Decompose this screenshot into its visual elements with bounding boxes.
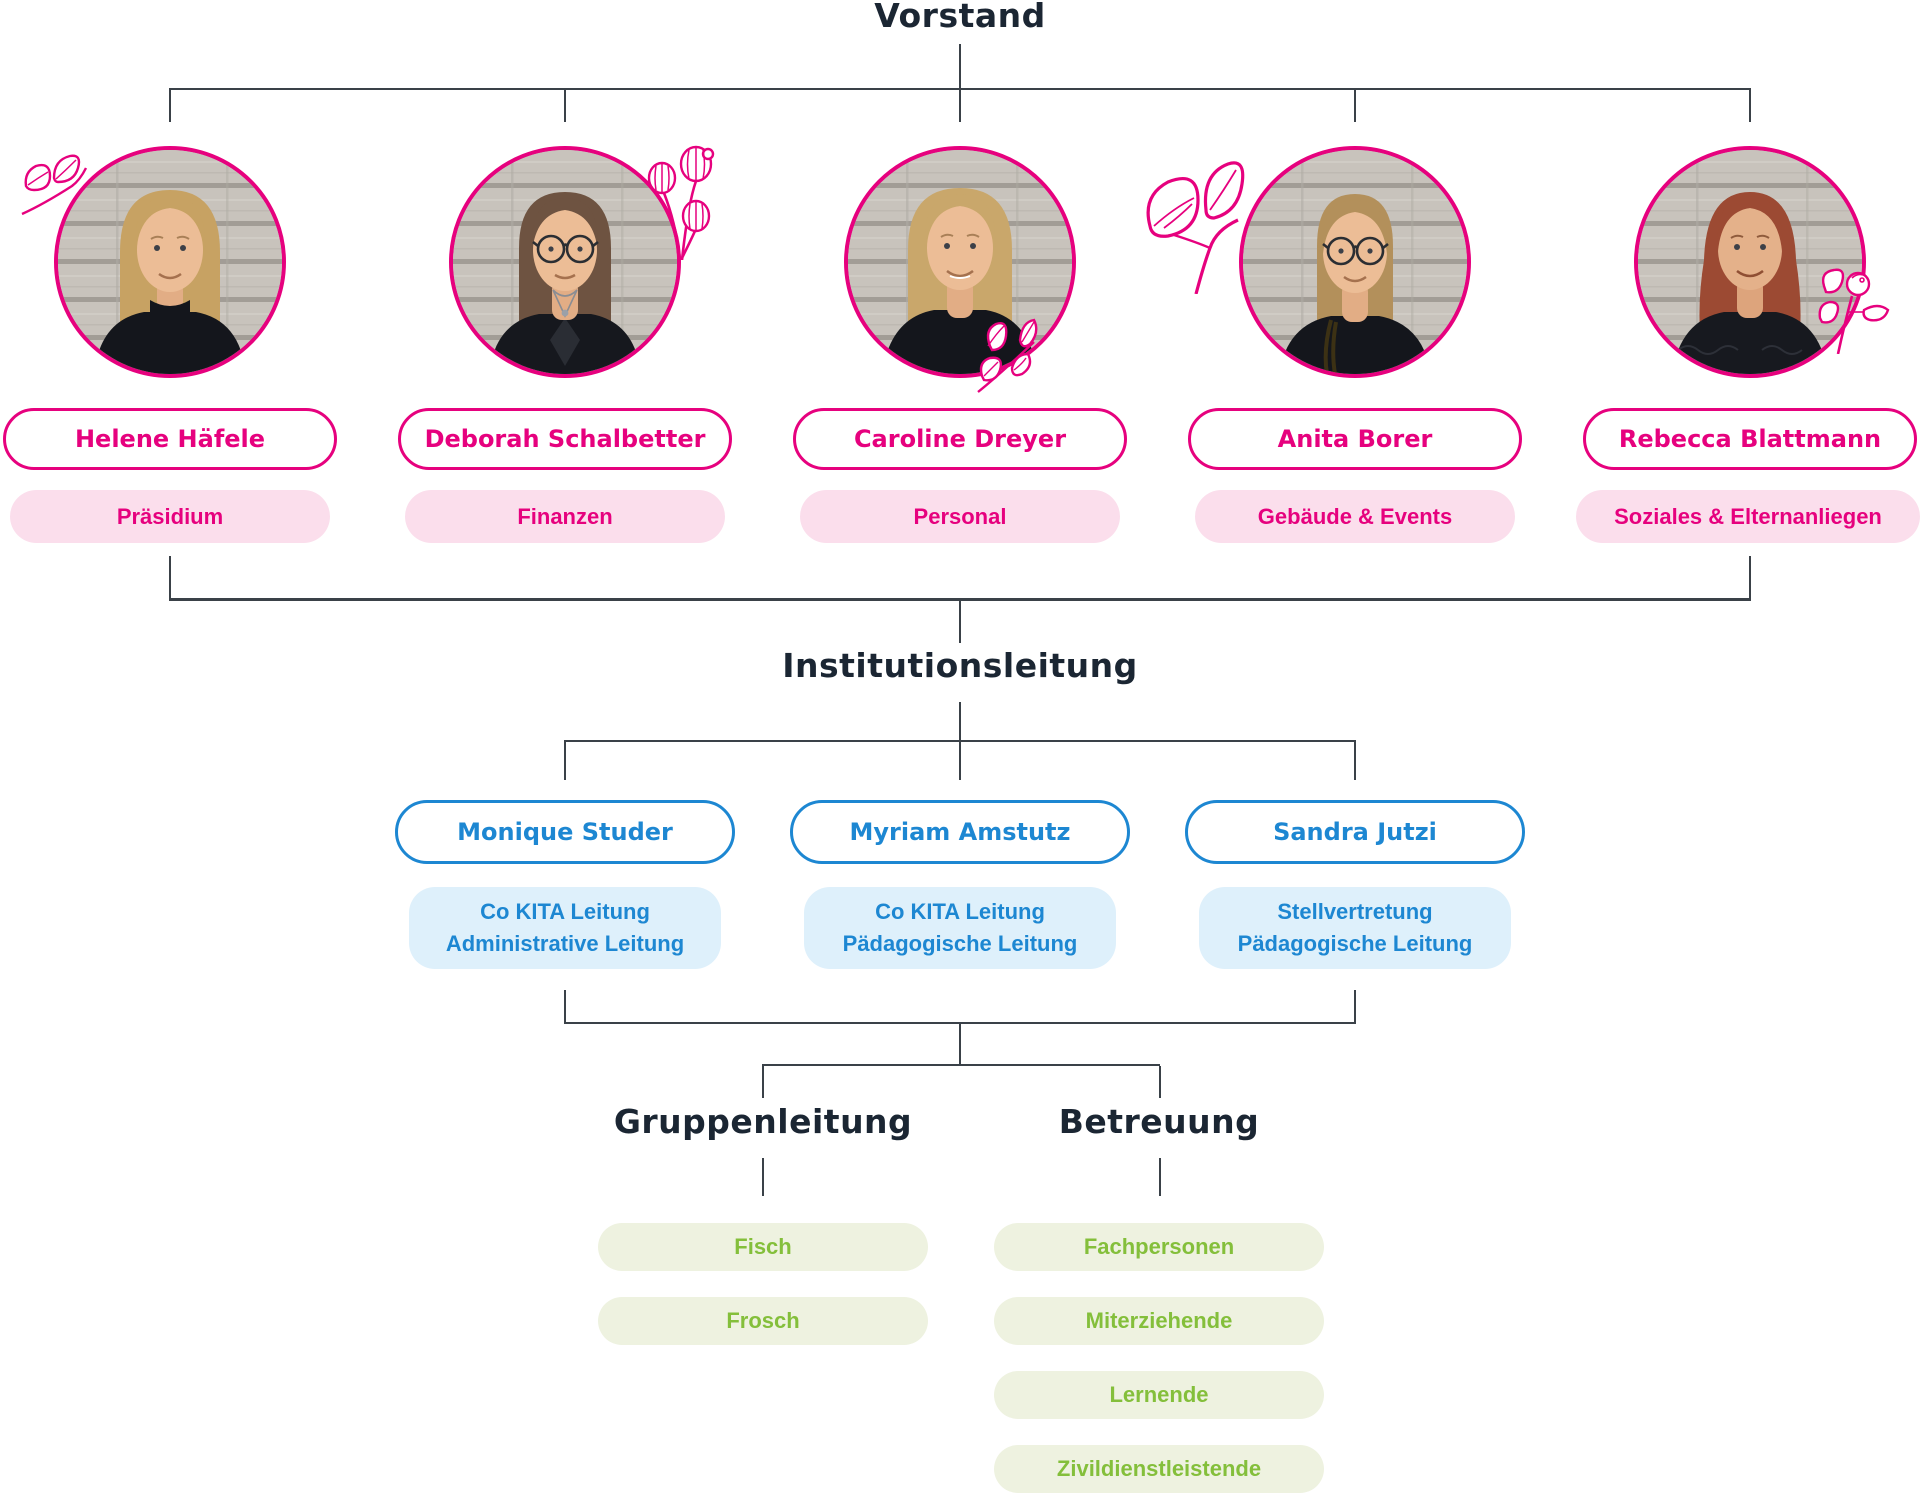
group-pill: Fachpersonen	[994, 1223, 1324, 1271]
role-line: Stellvertretung	[1277, 899, 1433, 924]
role-line: Co KITA Leitung	[480, 899, 650, 924]
connector-stub	[1159, 1158, 1161, 1196]
role-pill: Präsidium	[10, 490, 330, 543]
role-pill: Finanzen	[405, 490, 725, 543]
heading-institutionsleitung: Institutionsleitung	[782, 646, 1138, 685]
connector-stub	[169, 90, 171, 122]
name-pill: Monique Studer	[395, 800, 735, 864]
heading-gruppenleitung: Gruppenleitung	[613, 1102, 913, 1141]
group-pill: Lernende	[994, 1371, 1324, 1419]
role-box: Co KITA Leitung Pädagogische Leitung	[804, 887, 1116, 969]
name-pill: Rebecca Blattmann	[1583, 408, 1917, 470]
heading-betreuung: Betreuung	[1058, 1102, 1260, 1141]
photo-caroline-dreyer	[844, 146, 1076, 378]
role-line: Co KITA Leitung	[875, 899, 1045, 924]
connector-vorstand-bar	[169, 88, 1751, 90]
connector-vorstand-drop	[959, 44, 961, 88]
leaf-sprig-icon	[21, 154, 88, 216]
connector-stub	[1749, 556, 1751, 598]
connector-stub	[1354, 90, 1356, 122]
name-pill: Deborah Schalbetter	[398, 408, 732, 470]
connector-stub	[959, 742, 961, 780]
connector-stub	[959, 702, 961, 740]
connector-stub	[1749, 90, 1751, 122]
berry-sprig-icon	[1818, 268, 1890, 354]
connector-leitung-bar	[169, 598, 1751, 601]
name-pill: Sandra Jutzi	[1185, 800, 1525, 864]
connector-stub	[564, 742, 566, 780]
connector-stub	[1354, 990, 1356, 1022]
role-line: Pädagogische Leitung	[1237, 930, 1473, 956]
role-pill: Soziales & Elternanliegen	[1576, 490, 1920, 543]
role-box: Stellvertretung Pädagogische Leitung	[1199, 887, 1511, 969]
connector-stub	[959, 601, 961, 643]
connector-stub	[169, 556, 171, 598]
role-line: Administrative Leitung	[445, 930, 685, 956]
name-pill: Caroline Dreyer	[793, 408, 1127, 470]
photo-helene-haefele	[54, 146, 286, 378]
leaf-fan-icon	[977, 318, 1038, 393]
group-pill: Frosch	[598, 1297, 928, 1345]
connector-stub	[564, 990, 566, 1022]
role-pill: Personal	[800, 490, 1120, 543]
flower-pods-icon	[647, 145, 715, 260]
role-line: Pädagogische Leitung	[842, 930, 1078, 956]
group-pill: Miterziehende	[994, 1297, 1324, 1345]
connector-leitung-split-bar	[564, 740, 1356, 742]
big-leaves-icon	[1146, 161, 1245, 294]
connector-stub	[959, 90, 961, 122]
name-pill: Anita Borer	[1188, 408, 1522, 470]
photo-deborah-schalbetter	[449, 146, 681, 378]
connector-stub	[1159, 1066, 1161, 1098]
name-pill: Helene Häfele	[3, 408, 337, 470]
group-pill: Fisch	[598, 1223, 928, 1271]
name-pill: Myriam Amstutz	[790, 800, 1130, 864]
photo-rebecca-blattmann	[1634, 146, 1866, 378]
connector-stub	[959, 1024, 961, 1064]
connector-stub	[762, 1158, 764, 1196]
heading-vorstand: Vorstand	[874, 0, 1046, 35]
connector-stub	[762, 1066, 764, 1098]
group-pill: Zivildienstleistende	[994, 1445, 1324, 1493]
connector-groups-bar	[762, 1064, 1160, 1066]
connector-teams-bar	[564, 1022, 1356, 1024]
connector-stub	[1354, 742, 1356, 780]
photo-anita-borer	[1239, 146, 1471, 378]
connector-stub	[564, 90, 566, 122]
role-pill: Gebäude & Events	[1195, 490, 1515, 543]
role-box: Co KITA Leitung Administrative Leitung	[409, 887, 721, 969]
